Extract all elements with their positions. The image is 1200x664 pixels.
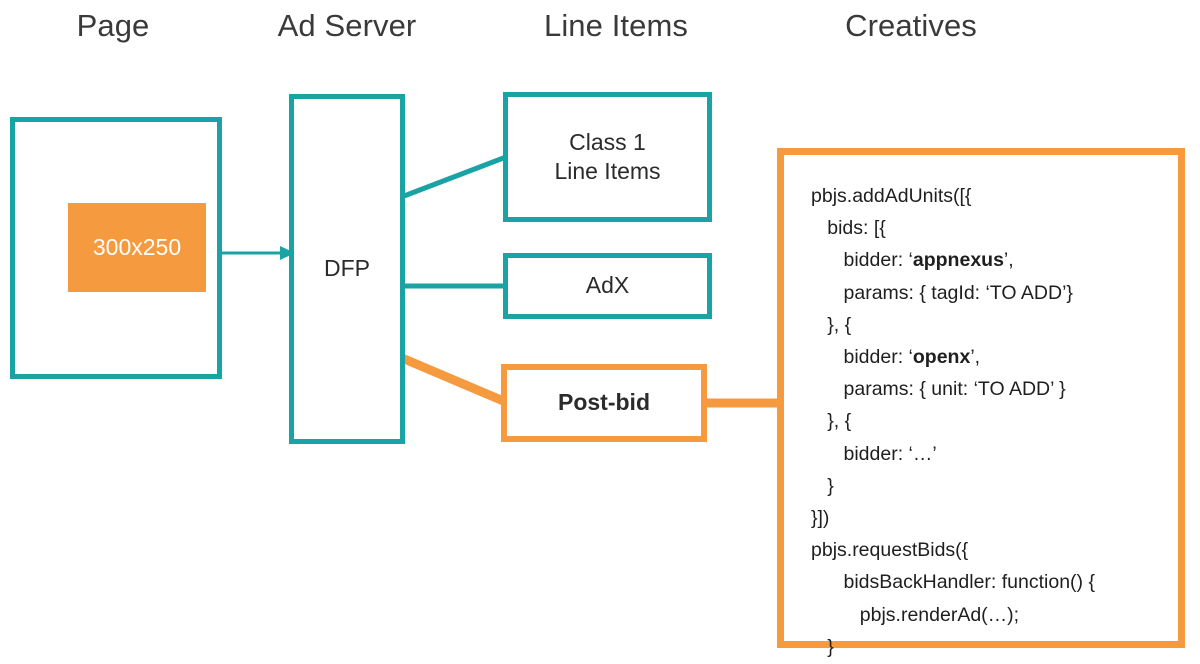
node-adx[interactable]: AdX [503,253,712,319]
code-line: pbjs.addAdUnits([{ [811,185,972,207]
node-post-bid[interactable]: Post-bid [501,364,707,442]
code-line: } [811,474,834,497]
column-header-ad-server: Ad Server [277,8,417,43]
code-bidder-name: openx [912,346,971,369]
code-line: }, { [811,410,852,433]
post-bid-label: Post-bid [558,389,650,416]
code-line: }, { [811,313,852,336]
connector-dfp-to-class1 [403,154,507,199]
column-header-page: Page [76,8,150,43]
code-line: } [811,635,834,658]
code-line: params: { unit: ‘TO ADD’ } [811,378,1066,401]
column-header-line-items: Line Items [543,8,688,43]
code-line: }]) [811,507,830,530]
code-lines: pbjs.addAdUnits([{ bids: [{ bidder: ‘app… [784,155,1178,664]
code-line: pbjs.renderAd(…); [811,603,1020,626]
column-header-creatives: Creatives [845,8,977,43]
code-bidder-name: appnexus [912,249,1004,272]
code-line: bidder: ‘…’ [811,442,937,465]
ad-slot-label: 300x250 [92,233,182,260]
ad-server-label: DFP [324,255,370,282]
connector-dfp-to-postbid [400,353,510,408]
code-line: bidder: ‘appnexus’, [811,249,1014,272]
class1-line-items-label: Class 1 Line Items [554,128,660,187]
code-line: pbjs.requestBids({ [811,539,969,562]
node-creatives-code-block[interactable]: pbjs.addAdUnits([{ bids: [{ bidder: ‘app… [777,148,1185,658]
class1-line-items-label-line2: Line Items [554,158,661,184]
code-line: bidsBackHandler: function() { [811,571,1095,594]
node-ad-slot-300x250[interactable]: 300x250 [68,203,206,292]
code-line: bids: [{ [811,217,886,240]
class1-line-items-label-line1: Class 1 [569,128,646,155]
node-ad-server-dfp[interactable]: DFP [289,94,405,444]
code-line: params: { tagId: ‘TO ADD’} [811,281,1073,304]
adx-label: AdX [585,272,630,299]
code-line: bidder: ‘openx’, [811,346,981,369]
node-class1-line-items[interactable]: Class 1 Line Items [503,92,712,222]
